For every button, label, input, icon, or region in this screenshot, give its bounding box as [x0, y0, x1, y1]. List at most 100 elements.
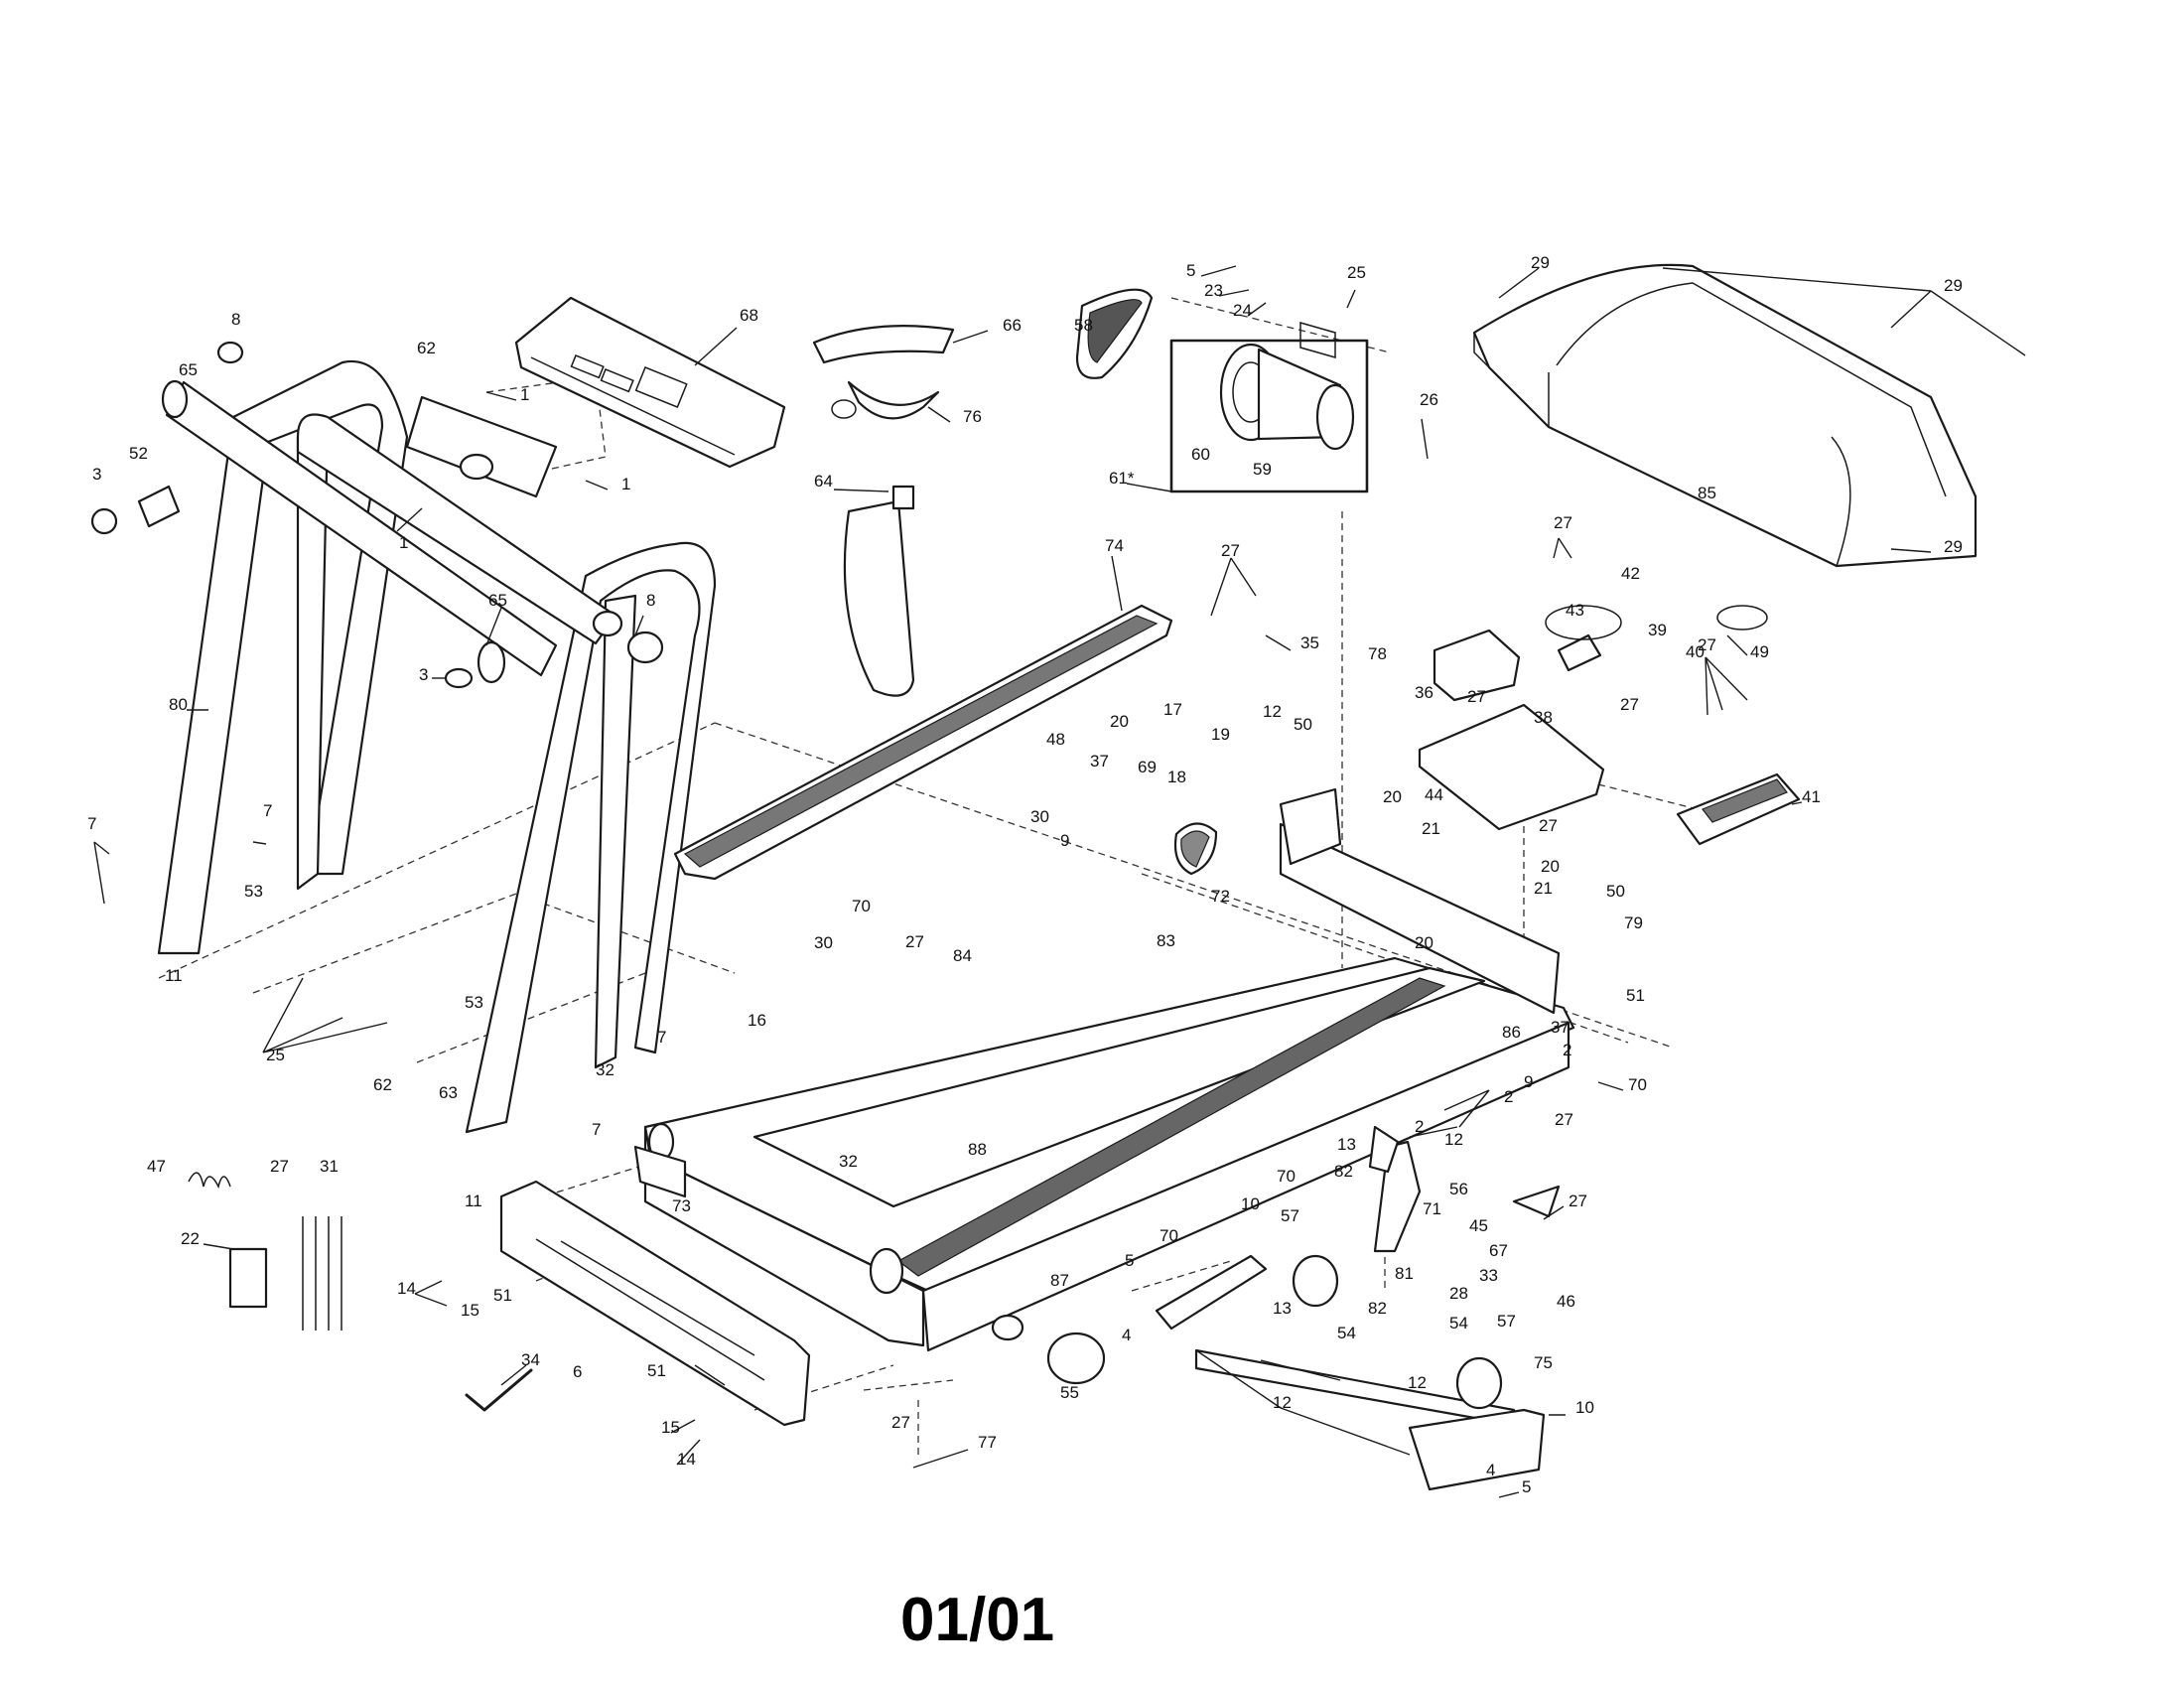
upright-frame [90, 341, 717, 1134]
callout-c38: 38 [1534, 708, 1553, 727]
callout-c43: 43 [1566, 601, 1584, 620]
motor-assembly [1075, 288, 1369, 493]
callout-c27b: 27 [1221, 541, 1240, 560]
callout-c4b: 4 [1486, 1461, 1495, 1479]
callout-c36: 36 [1415, 683, 1433, 702]
callout-c50b: 50 [1606, 882, 1625, 901]
callout-c57a: 57 [1281, 1206, 1299, 1225]
storage-bag [843, 485, 915, 697]
callout-c82a: 82 [1334, 1162, 1353, 1181]
callout-c42: 42 [1621, 564, 1640, 583]
treadmill-deck [643, 787, 1575, 1352]
callout-c41: 41 [1802, 787, 1821, 806]
callout-c72: 72 [1211, 887, 1230, 906]
callout-c70c: 70 [1277, 1167, 1296, 1186]
callout-c18: 18 [1167, 768, 1186, 786]
callout-c54b: 54 [1449, 1314, 1468, 1333]
callout-c65a: 65 [179, 360, 198, 379]
callout-c9b: 9 [1524, 1072, 1533, 1091]
callout-c27h: 27 [905, 932, 924, 951]
callout-c60: 60 [1191, 445, 1210, 464]
callout-c68: 68 [740, 306, 758, 325]
callout-c45: 45 [1469, 1216, 1488, 1235]
callout-c27g: 27 [1539, 816, 1558, 835]
callout-c58: 58 [1074, 316, 1093, 335]
callout-c8b: 8 [646, 591, 655, 610]
callout-c65b: 65 [488, 591, 507, 610]
callout-c2b: 2 [1504, 1087, 1513, 1106]
callout-c39: 39 [1648, 621, 1667, 639]
callout-c47: 47 [147, 1157, 166, 1176]
callout-c12d: 12 [1273, 1393, 1292, 1412]
callout-c52: 52 [129, 444, 148, 463]
callout-c3b: 3 [419, 665, 428, 684]
callout-c57b: 57 [1497, 1312, 1516, 1331]
callout-c31: 31 [320, 1157, 339, 1176]
callout-c71: 71 [1423, 1199, 1441, 1218]
callout-c2c: 2 [1415, 1117, 1424, 1136]
callout-c44: 44 [1425, 785, 1443, 804]
callout-c74: 74 [1105, 536, 1124, 555]
callout-c77: 77 [978, 1433, 997, 1452]
callout-c84: 84 [953, 946, 972, 965]
callout-c34: 34 [521, 1350, 540, 1369]
callout-c64: 64 [814, 472, 833, 491]
callout-c2a: 2 [1563, 1041, 1571, 1059]
callout-c63: 63 [439, 1083, 458, 1102]
callout-c5a: 5 [1186, 261, 1195, 280]
callout-c12c: 12 [1408, 1373, 1427, 1392]
callout-c19: 19 [1211, 725, 1230, 744]
callout-c88: 88 [968, 1140, 987, 1159]
callout-c27f: 27 [1698, 635, 1716, 654]
callout-c20b: 20 [1383, 787, 1402, 806]
callout-c21a: 21 [1422, 819, 1440, 838]
callout-c33: 33 [1479, 1266, 1498, 1285]
callout-c15a: 15 [461, 1301, 479, 1320]
callout-c40: 40 [1686, 642, 1705, 661]
callout-c9a: 9 [1060, 831, 1069, 850]
callout-c27i: 27 [1555, 1110, 1573, 1129]
callout-c87: 87 [1050, 1271, 1069, 1290]
callout-c53b: 53 [465, 993, 483, 1012]
callout-c75: 75 [1534, 1353, 1553, 1372]
callout-c61: 61* [1109, 469, 1135, 488]
callout-c5c: 5 [1522, 1477, 1531, 1496]
callout-c86: 86 [1502, 1023, 1521, 1042]
callout-c66: 66 [1003, 316, 1022, 335]
callout-c22: 22 [181, 1229, 200, 1248]
callout-c25a: 25 [1347, 263, 1366, 282]
callout-c51c: 51 [1626, 986, 1645, 1005]
hardware-kit [188, 1172, 533, 1412]
wheel-frame [991, 1125, 1561, 1491]
callout-c69: 69 [1138, 758, 1157, 776]
side-rail-left [673, 604, 1173, 881]
callout-labels: 29292952324255826605961*8568667664865621… [87, 253, 1963, 1496]
callout-c70b: 70 [1628, 1075, 1647, 1094]
callout-c21b: 21 [1534, 879, 1553, 898]
callout-c55: 55 [1060, 1383, 1079, 1402]
callout-c27e: 27 [1620, 695, 1639, 714]
callout-c10a: 10 [1241, 1194, 1260, 1213]
callout-c12a: 12 [1263, 702, 1282, 721]
callout-c13b: 13 [1273, 1299, 1292, 1318]
callout-c30a: 30 [1030, 807, 1049, 826]
callout-c56: 56 [1449, 1180, 1468, 1198]
callout-c16: 16 [748, 1011, 766, 1030]
callout-c20c: 20 [1541, 857, 1560, 876]
callout-c51b: 51 [647, 1361, 666, 1380]
callout-c59: 59 [1253, 460, 1272, 479]
callout-c70a: 70 [852, 897, 871, 915]
callout-c26: 26 [1420, 390, 1438, 409]
callout-c15b: 15 [661, 1418, 680, 1437]
console [514, 296, 786, 469]
callout-c62b: 62 [373, 1075, 392, 1094]
callout-c70d: 70 [1160, 1226, 1178, 1245]
callout-c1b: 1 [621, 475, 630, 493]
motor-hood [1472, 263, 1978, 568]
callout-c12b: 12 [1444, 1130, 1463, 1149]
callout-c8a: 8 [231, 310, 240, 329]
callout-c20a: 20 [1110, 712, 1129, 731]
callout-c54a: 54 [1337, 1324, 1356, 1342]
callout-c7c: 7 [657, 1028, 666, 1047]
